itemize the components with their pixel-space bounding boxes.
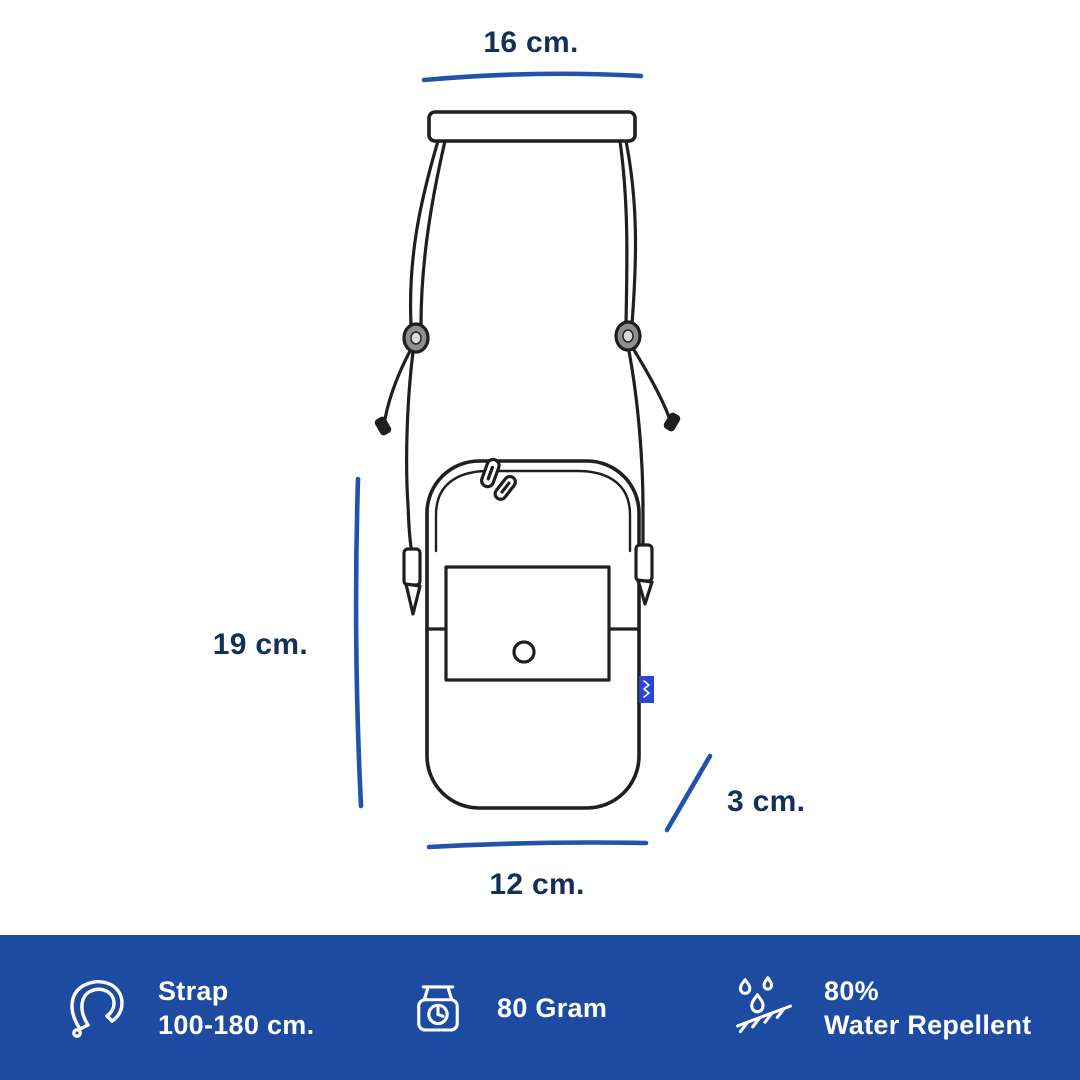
height-label: 19 cm. [212, 628, 308, 661]
bag-inner-seam [434, 469, 632, 553]
spec-water-line2: Water Repellent [824, 1009, 1032, 1040]
spec-footer: Strap 100-180 cm. 80 Gram [0, 935, 1080, 1080]
bottom-width-label: 12 cm. [489, 868, 585, 901]
snap-button [512, 640, 536, 664]
spec-weight-line1: 80 Gram [497, 992, 608, 1023]
spec-strap-line1: Strap [158, 975, 229, 1006]
spec-item-weight: 80 Gram [405, 935, 607, 1080]
bag-line-drawing [353, 71, 713, 850]
zipper-pulls [480, 457, 517, 501]
water-repellent-icon [736, 975, 792, 1033]
bag-diagram: 16 cm. 19 cm. 3 cm. 12 cm. [212, 26, 806, 901]
spec-item-strap: Strap 100-180 cm. [60, 935, 314, 1080]
depth-label: 3 cm. [727, 785, 806, 818]
spec-item-water: 80% Water Repellent [730, 935, 1032, 1080]
brand-tag [639, 676, 654, 703]
strap-handle [427, 110, 637, 143]
dim-line-height [353, 476, 364, 809]
spec-strap-line2: 100-180 cm. [158, 1009, 315, 1040]
cord-end-caps [374, 412, 681, 436]
dim-line-depth [664, 753, 713, 833]
strap-attachment-right [634, 543, 654, 606]
strap-icon [70, 979, 124, 1038]
spec-water-line1: 80% [824, 975, 879, 1006]
dimension-lines [353, 71, 713, 850]
top-width-label: 16 cm. [483, 26, 579, 59]
strap-attachment-left [402, 547, 422, 616]
strap-cords [383, 139, 671, 554]
dim-line-top-width [421, 71, 644, 83]
cord-lock-toggles [402, 320, 642, 354]
scale-icon [417, 984, 459, 1032]
dim-line-bottom-width [426, 840, 649, 850]
